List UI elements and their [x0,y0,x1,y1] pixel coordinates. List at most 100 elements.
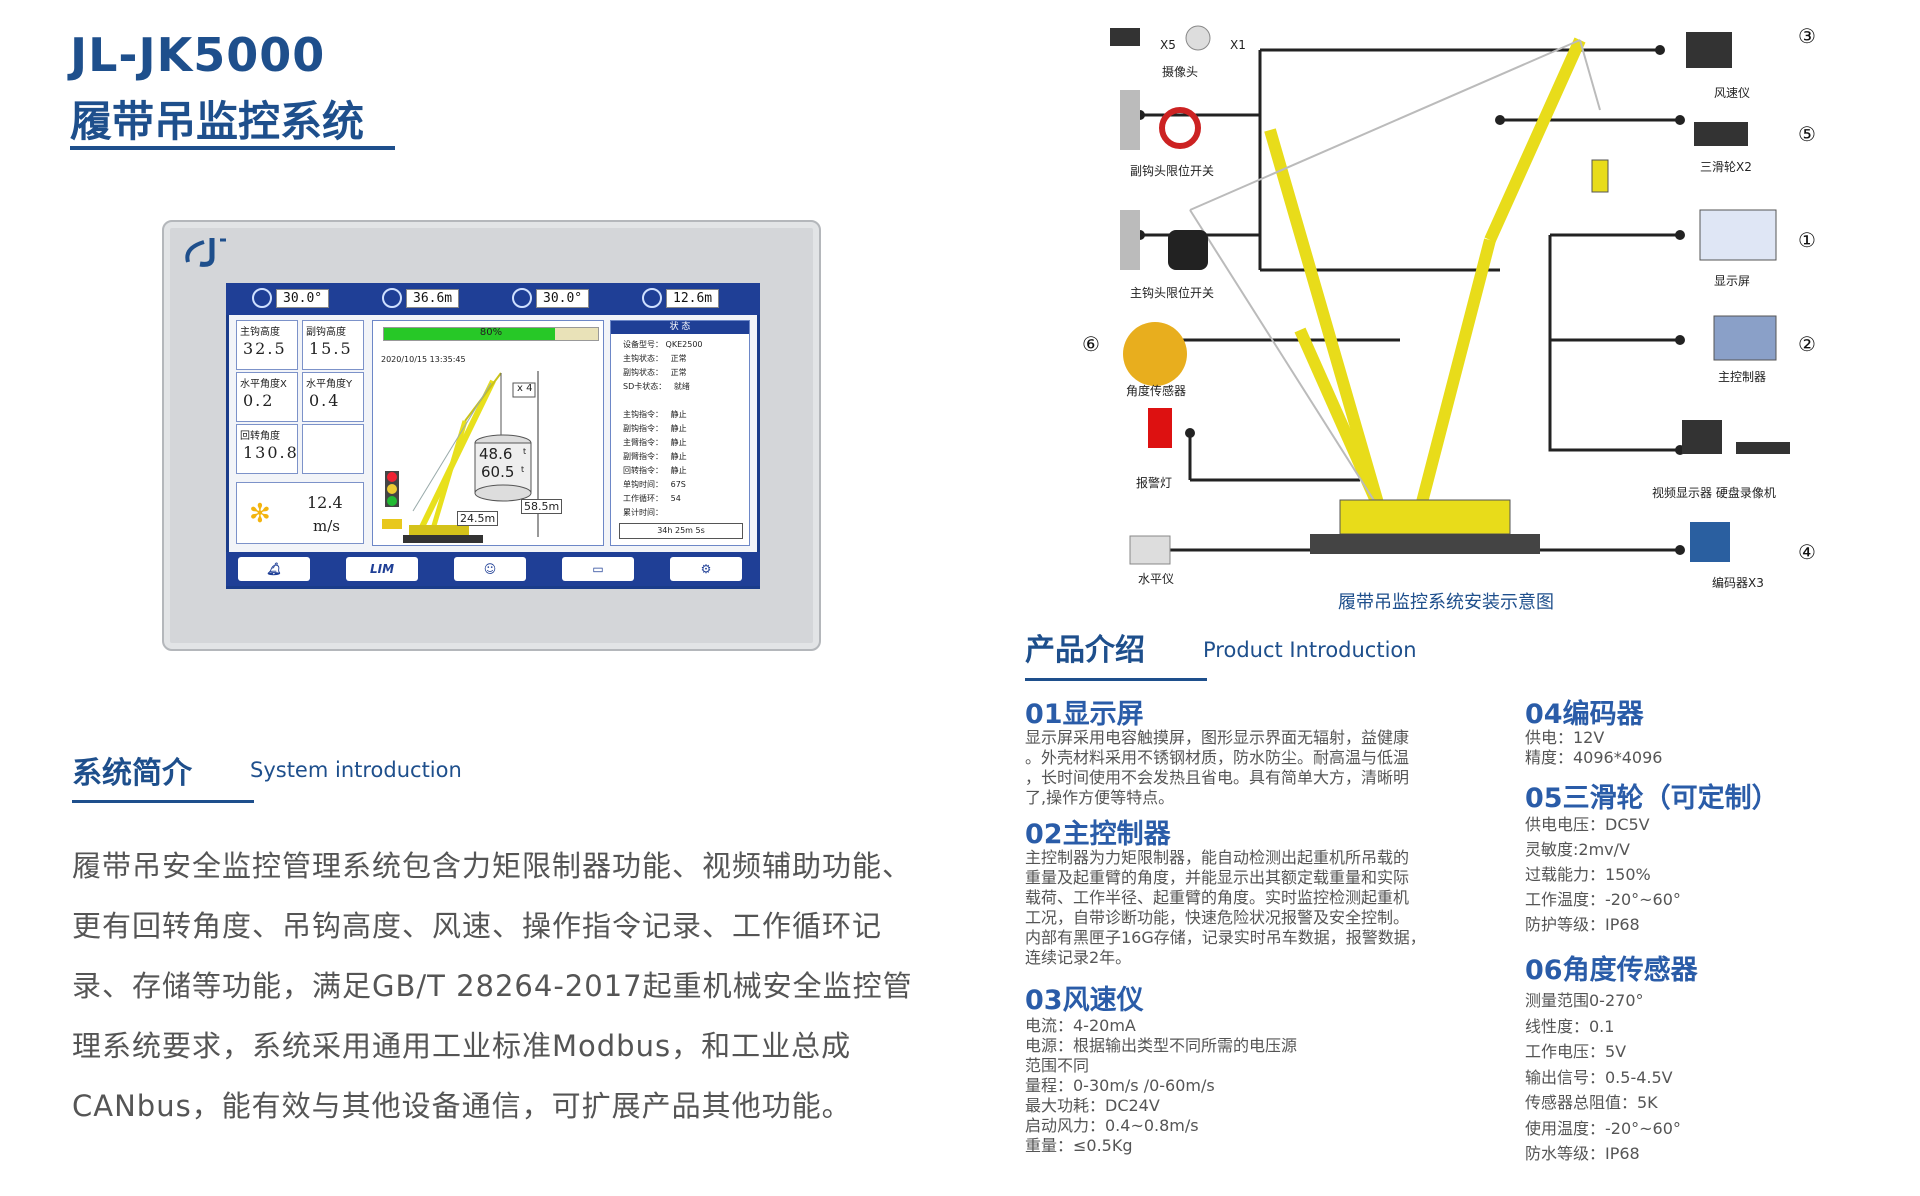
top-angle-1: 30.0° [252,287,330,309]
system-intro-subtitle: System introduction [250,758,462,782]
text-line: 范围不同 [1025,1056,1090,1075]
label-encoder: 编码器X3 [1712,576,1764,590]
text-line: 显示屏采用电容触摸屏，图形显示界面无辐射，益健康 [1025,728,1410,747]
label-controller: 主控制器 [1718,370,1767,384]
wind-icon: ✻ [249,499,271,529]
text-line: 载荷、工作半径、起重臂的角度。实时监控检测起重机 [1025,888,1410,907]
item-anemometer-heading: 03风速仪 [1025,985,1144,1016]
load-progress-bar: 80% [383,327,599,341]
bell-button[interactable]: 🔔︎ [238,557,310,581]
text-line: 输出信号：0.5-4.5V [1525,1067,1673,1087]
text-line: 内部有黑匣子16G存储，记录实时吊车数据，报警数据， [1025,928,1426,947]
load-rated: 60.5 [481,463,515,481]
text-line: 工作电压：5V [1525,1042,1627,1061]
top-length: 36.6m [382,287,460,309]
status-line: 副钩状态： 正常 [623,368,687,377]
text-line: 工况，自带诊断功能，快速危险状况报警及安全控制。 [1025,908,1410,927]
boom-length: 58.5m [521,499,563,514]
text-line: 。外壳材料采用不锈钢材质，防水防尘。耐高温与低温 [1025,748,1410,767]
label-display: 显示屏 [1714,274,1751,288]
status-line: 单钩时间： 67S [623,480,686,489]
label-video: 视频显示器 硬盘录像机 [1652,486,1776,500]
item-encoder-heading: 04编码器 [1525,699,1644,730]
text-line: 精度：4096*4096 [1525,748,1663,767]
settings-button[interactable]: ⚙ [670,557,742,581]
status-line: 累计时间： [623,508,663,517]
system-intro-body: 履带吊安全监控管理系统包含力矩限制器功能、视频辅助功能、更有回转角度、吊钩高度、… [72,849,913,1123]
boom-length-icon [382,288,402,308]
item-display-heading: 01显示屏 [1025,699,1144,730]
text-line: ，长时间使用不会发热且省电。具有简单大方，清晰明 [1025,768,1410,787]
item-pulley-text: 供电电压：DC5V 灵敏度:2mv/V 过载能力：150% 工作温度：-20°~60°… [1525,812,1905,937]
operator-button[interactable]: ☺ [454,557,526,581]
text-line: 使用温度：-20°~60° [1525,1118,1681,1138]
item-controller-text: 主控制器为力矩限制器，能自动检测出起重机所吊载的重量及起重臂的角度，并能显示出其… [1025,848,1495,968]
crane-angle-icon [252,288,272,308]
lim-button[interactable]: LIM [346,557,418,581]
radius: 24.5m [457,511,499,526]
status-line: 副臂指令： 静止 [623,452,687,461]
label-camera: 摄像头 [1162,65,1199,79]
top-jib-length: 12.6m [642,287,720,309]
label-main-hook: 主钩头限位开关 [1130,286,1215,300]
status-line [623,394,749,408]
cell-empty [302,424,364,474]
system-intro-title: 系统简介 [72,756,192,791]
text-line: 工作温度：-20°~60° [1525,890,1681,909]
screen-bottombar: 🔔︎ LIM ☺ ▭ ⚙ [226,552,760,586]
item-display-text: 显示屏采用电容触摸屏，图形显示界面无辐射，益健康。外壳材料采用不锈钢材质，防水防… [1025,728,1495,808]
status-line: 工作循环： 54 [623,494,681,503]
label-angle-sensor: 角度传感器 [1126,384,1187,398]
text-line: 启动风力：0.4~0.8m/s [1025,1116,1199,1135]
label-anemometer: 风速仪 [1714,86,1751,100]
text-line: 灵敏度:2mv/V [1525,840,1630,859]
installation-diagram [1110,25,1790,565]
storage-icon: ▭ [592,562,604,576]
storage-button[interactable]: ▭ [562,557,634,581]
text-line: 最大功耗：DC24V [1025,1096,1160,1115]
text-line: 过载能力：150% [1525,865,1651,884]
company-logo [185,238,226,267]
text-line: 电源：根据输出类型不同所需的电压源 [1025,1036,1298,1055]
total-time: 34h 25m 5s [619,523,743,539]
gear-icon: ⚙ [700,562,712,576]
text-line: 量程：0-30m/s /0-60m/s [1025,1076,1215,1095]
status-line: 回转指令： 静止 [623,466,687,475]
text-line: 测量范围0-270° [1525,991,1644,1010]
screen-timestamp: 2020/10/15 13:35:45 [381,355,466,364]
top-angle-2: 30.0° [512,287,590,309]
text-line: 电流：4-20mA [1025,1016,1136,1035]
product-model: JL-JK5000 [70,28,326,82]
product-intro-subtitle: Product Introduction [1203,638,1417,662]
title-underline [70,146,395,150]
load-actual: 48.6 [479,445,513,463]
status-line: 副钩指令： 静止 [623,424,687,433]
system-intro-underline [72,800,254,803]
text-line: 了,操作方便等特点。 [1025,788,1175,807]
status-line: 主钩状态： 正常 [623,354,687,363]
status-line: 主臂指令： 静止 [623,438,687,447]
text-line: 重量：≤0.5Kg [1025,1136,1133,1155]
text-line: 传感器总阻值：5K [1525,1093,1658,1112]
operator-icon: ☺ [483,562,497,576]
product-intro-underline [1025,678,1207,681]
screen-topbar: 30.0° 36.6m 30.0° 12.6m [226,283,760,315]
label-pulley: 三滑轮X2 [1700,160,1752,174]
text-line: 防护等级：IP68 [1525,915,1640,934]
crane-figure [382,371,539,543]
text-line: 供电：12V [1525,728,1605,747]
text-line: 线性度：0.1 [1525,1016,1615,1036]
text-line: 重量及起重臂的角度，并能显示出其额定载重量和实际 [1025,868,1410,887]
item-angle-sensor-heading: 06角度传感器 [1525,955,1698,986]
status-line: 主钩指令： 静止 [623,410,687,419]
crane-panel: 80% 2020/10/15 13:35:45 x 4 48.6 60.5 t … [372,320,604,546]
item-controller-heading: 02主控制器 [1025,819,1171,850]
text-line: 供电电压：DC5V [1525,815,1650,834]
cell-wind: ✻ 12.4 m/s [236,482,364,544]
